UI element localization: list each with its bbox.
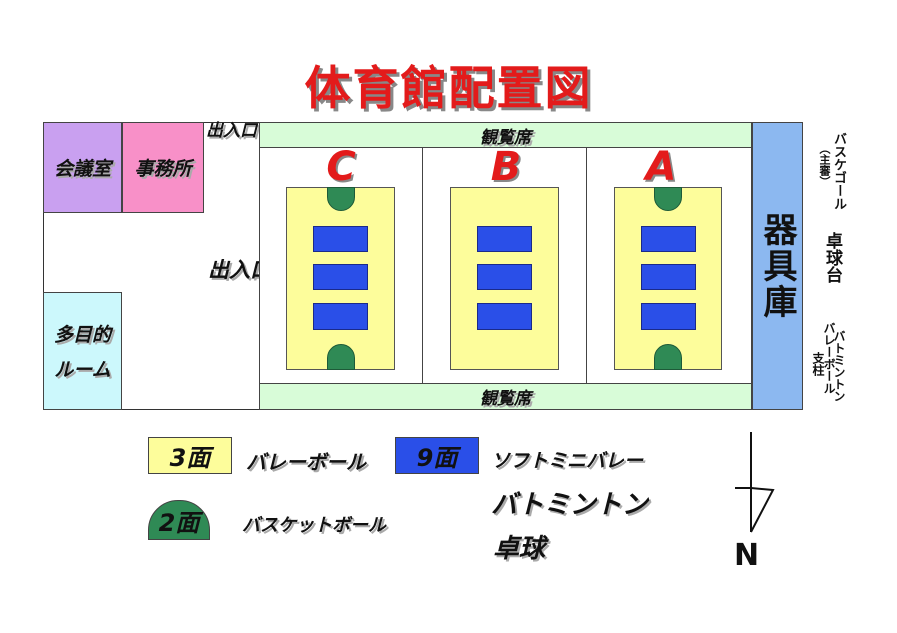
legend-basketball-swatch: 2面 <box>148 500 210 540</box>
court-letter-b: B <box>490 144 522 190</box>
mini-court-a-3 <box>641 303 696 330</box>
basket-goal-label: バスケゴール <box>831 132 846 210</box>
legend-volleyball-count: 3面 <box>169 444 211 472</box>
meeting-room: 会議室 <box>43 122 122 213</box>
basket-goal-note: （主審） <box>818 143 831 187</box>
entrance-top-label: 出入口 <box>206 121 257 141</box>
badminton-post-label: バトミントン <box>832 330 846 402</box>
mini-court-c-2 <box>313 264 368 290</box>
seating-top: 観覧席 <box>259 122 752 148</box>
legend-badminton-label: バトミントン <box>491 490 648 520</box>
table-tennis-label: 卓球台 <box>822 232 842 283</box>
mini-court-b-1 <box>477 226 532 252</box>
basket-hoop-a-top <box>654 187 682 211</box>
court-letter-c: C <box>326 144 356 190</box>
multipurpose-label-2: ルーム <box>54 359 111 381</box>
office-label: 事務所 <box>134 158 192 180</box>
legend-soft-mini-volley-label: ソフトミニバレー <box>491 450 644 472</box>
court-divider <box>586 148 587 383</box>
court-divider <box>422 148 423 383</box>
seating-bottom: 観覧席 <box>259 383 752 410</box>
mini-court-b-3 <box>477 303 532 330</box>
storage-label: 器具庫 <box>757 212 797 320</box>
mini-court-a-1 <box>641 226 696 252</box>
page-title: 体育館配置図 <box>304 61 593 115</box>
office: 事務所 <box>122 122 204 213</box>
legend-volleyball-swatch: 3面 <box>148 437 232 474</box>
multipurpose-label-1: 多目的 <box>53 324 111 346</box>
legend-basketball-label: バスケットボール <box>242 515 386 536</box>
basket-hoop-c-top <box>327 187 355 211</box>
legend-mini-court-count: 9面 <box>416 444 458 472</box>
seating-top-label: 観覧席 <box>480 127 531 148</box>
post-suffix-label: 支柱 <box>811 352 825 376</box>
mini-court-b-2 <box>477 264 532 290</box>
volley-post-label: バレーボール <box>822 322 836 394</box>
mini-court-a-2 <box>641 264 696 290</box>
seating-bottom-label: 観覧席 <box>480 389 531 409</box>
equipment-storage: 器具庫 <box>752 122 803 410</box>
legend-mini-court-swatch: 9面 <box>395 437 479 474</box>
legend-table-tennis-label: 卓球 <box>493 534 546 564</box>
multipurpose-room: 多目的 ルーム <box>43 292 122 410</box>
north-arrow-icon <box>735 432 775 533</box>
legend-basketball-count: 2面 <box>158 508 200 537</box>
legend-volleyball-label: バレーボール <box>246 450 366 474</box>
north-label: N <box>734 538 760 573</box>
court-letter-a: A <box>645 144 677 190</box>
mini-court-c-1 <box>313 226 368 252</box>
meeting-room-label: 会議室 <box>53 158 111 180</box>
basket-hoop-c-bottom <box>327 344 355 370</box>
mini-court-c-3 <box>313 303 368 330</box>
basket-hoop-a-bottom <box>654 344 682 370</box>
